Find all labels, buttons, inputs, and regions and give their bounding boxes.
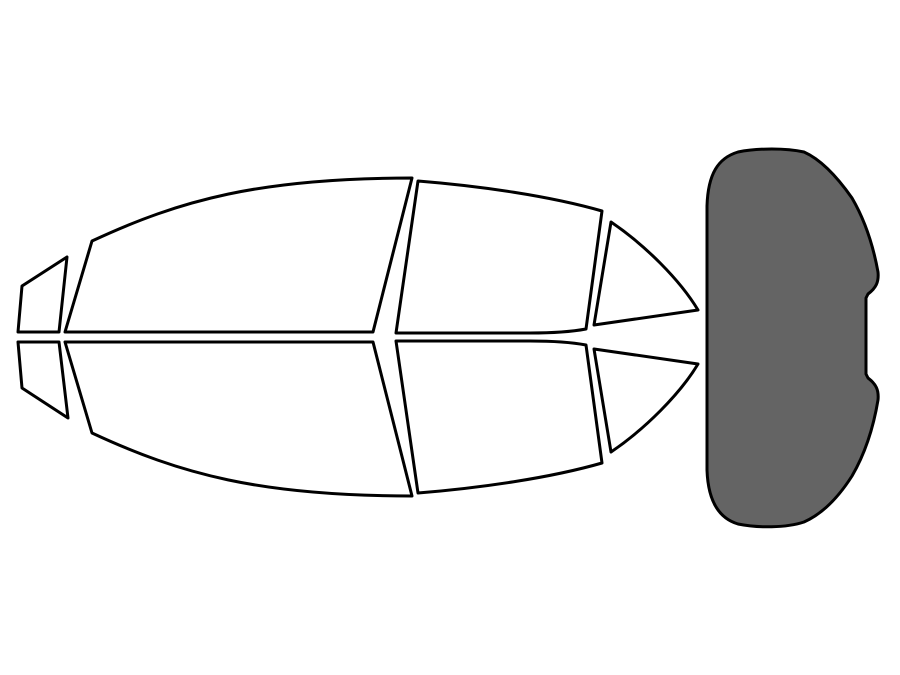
pane-bottom-vent[interactable] [592, 347, 700, 454]
pane-rear-windshield[interactable] [705, 147, 880, 529]
pane-top-vent[interactable] [592, 220, 700, 327]
pane-top-front-door[interactable] [394, 179, 604, 335]
pane-top-rear-quarter[interactable] [16, 255, 69, 334]
pane-bottom-front-door[interactable] [394, 339, 604, 495]
pane-bottom-rear-quarter[interactable] [16, 340, 70, 420]
pane-bottom-rear-door[interactable] [63, 340, 414, 498]
pane-top-rear-door[interactable] [63, 176, 414, 334]
